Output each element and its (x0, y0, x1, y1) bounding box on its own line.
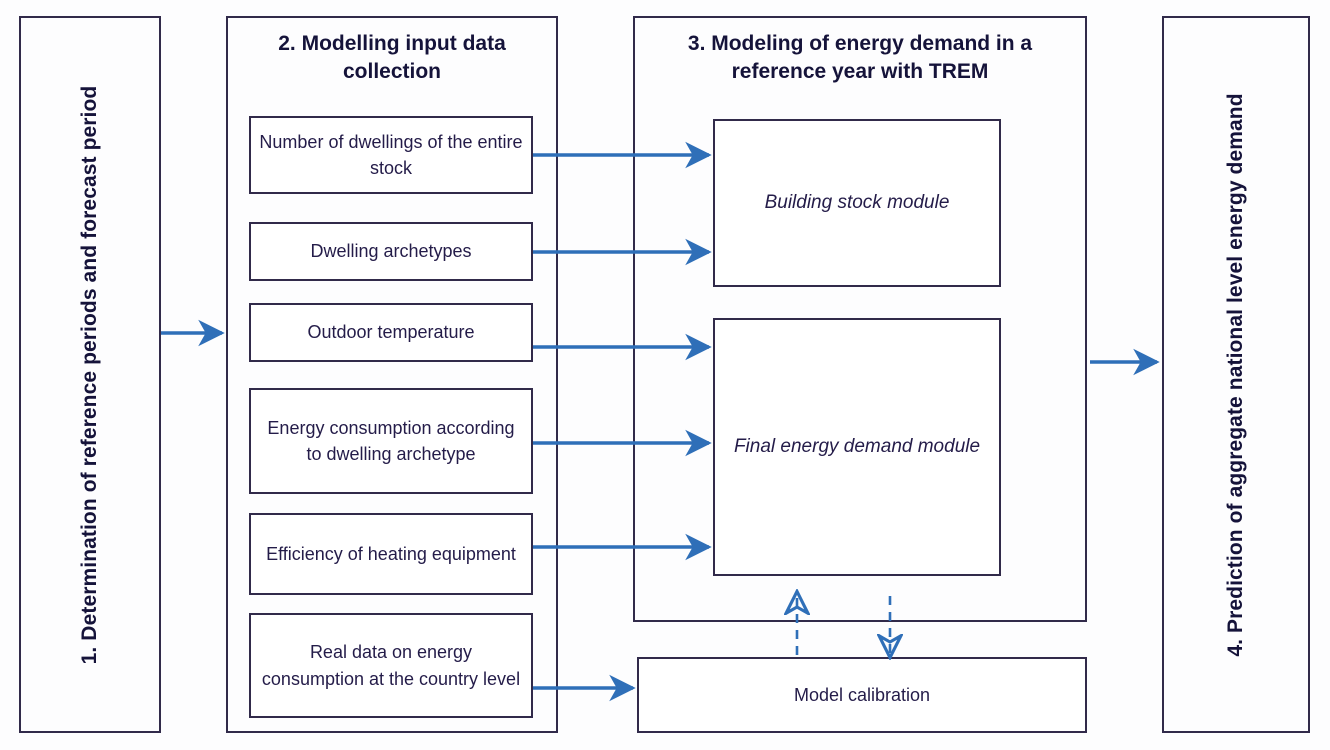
stage-1-container: 1. Determination of reference periods an… (19, 16, 161, 733)
stage-3-heading: 3. Modeling of energy demand in a refere… (687, 32, 1033, 83)
model-calibration-label: Model calibration (793, 684, 931, 705)
stage-2-heading: 2. Modelling input data collection (278, 32, 506, 83)
input-box-efficiency-heating-equipment[interactable]: Efficiency of heating equipment (249, 513, 533, 595)
input-box-label: Dwelling archetypes (310, 241, 472, 262)
input-box-real-data-country-level[interactable]: Real data on energy consumption at the c… (249, 613, 533, 718)
building-stock-module-box[interactable]: Building stock module (713, 119, 1001, 287)
stage-4-label: 4. Prediction of aggregate national leve… (1224, 92, 1247, 657)
input-box-number-of-dwellings[interactable]: Number of dwellings of the entire stock (249, 116, 533, 194)
model-calibration-box[interactable]: Model calibration (637, 657, 1087, 733)
input-box-dwelling-archetypes[interactable]: Dwelling archetypes (249, 222, 533, 281)
stage-4-container: 4. Prediction of aggregate national leve… (1162, 16, 1310, 733)
module-label: Final energy demand module (733, 436, 981, 458)
input-box-label: Efficiency of heating equipment (266, 543, 516, 564)
module-label: Building stock module (764, 192, 950, 214)
stage-1-label: 1. Determination of reference periods an… (78, 85, 101, 664)
input-box-outdoor-temperature[interactable]: Outdoor temperature (249, 303, 533, 362)
input-box-label: Real data on energy consumption at the c… (261, 642, 521, 689)
input-box-energy-consumption-archetype[interactable]: Energy consumption according to dwelling… (249, 388, 533, 494)
final-energy-demand-module-box[interactable]: Final energy demand module (713, 318, 1001, 576)
input-box-label: Outdoor temperature (307, 322, 475, 343)
input-box-label: Energy consumption according to dwelling… (267, 417, 515, 464)
input-box-label: Number of dwellings of the entire stock (259, 131, 523, 178)
